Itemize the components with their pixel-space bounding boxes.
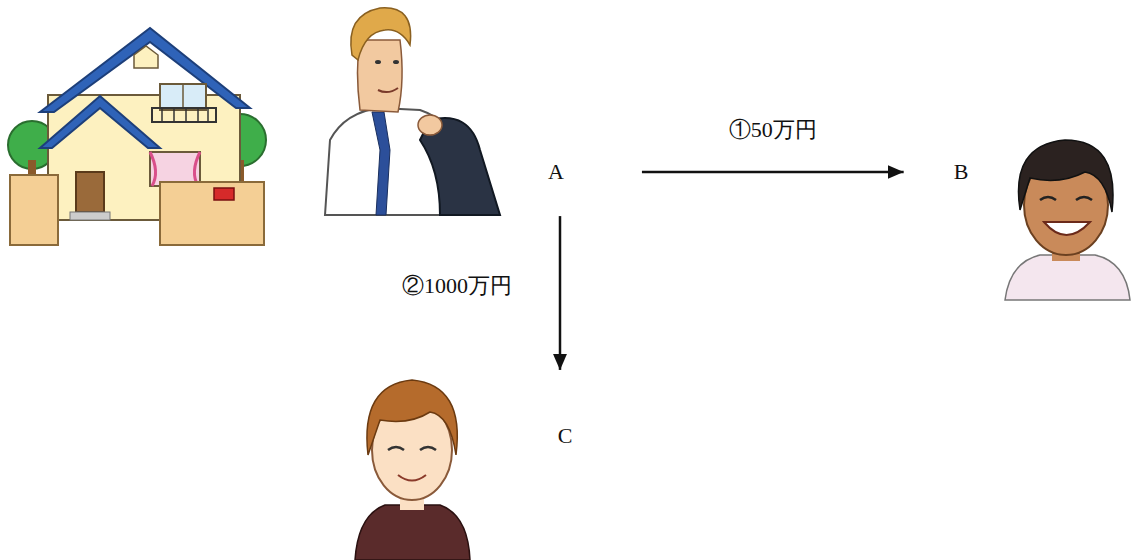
house-illustration-part	[10, 175, 58, 245]
house-illustration-part	[76, 172, 104, 212]
party-name: B	[954, 160, 969, 184]
person-b-illustration-part	[1040, 197, 1092, 200]
house-illustration-part	[150, 152, 200, 186]
amount-label: ①50万円	[727, 118, 819, 142]
man-a-illustration-part	[418, 115, 442, 135]
party-label: B	[950, 158, 973, 186]
man-a-illustration-part	[375, 60, 381, 64]
party-label: C	[554, 422, 577, 450]
house-illustration-part	[40, 96, 160, 148]
house-illustration-part	[214, 188, 234, 200]
person-c-illustration-part	[388, 447, 436, 450]
party-label: A	[544, 158, 568, 186]
payment-arrow	[559, 216, 562, 370]
man-a-illustration	[325, 8, 500, 215]
house-illustration	[8, 28, 266, 245]
house-illustration-part	[70, 212, 110, 220]
person-c-illustration-part	[367, 380, 457, 455]
house-illustration-part	[173, 108, 175, 122]
house-illustration-part	[207, 108, 209, 122]
house-illustration-part	[182, 84, 184, 110]
house-illustration-part	[160, 182, 264, 245]
man-a-illustration-part	[358, 40, 403, 112]
payment-arrow	[642, 171, 904, 174]
house-illustration-part	[185, 108, 187, 122]
person-b-illustration	[1005, 140, 1130, 300]
house-illustration-part	[150, 152, 200, 186]
person-b-illustration-part	[1044, 222, 1090, 235]
person-c-illustration-part	[398, 475, 426, 481]
person-c-illustration	[355, 380, 470, 560]
man-a-illustration-part	[393, 60, 399, 64]
house-illustration-part	[152, 108, 216, 122]
person-b-illustration-part	[1018, 140, 1113, 212]
man-a-illustration-part	[351, 8, 411, 60]
man-a-illustration-part	[372, 112, 390, 215]
person-b-illustration-part	[1005, 255, 1130, 300]
person-c-illustration-part	[355, 505, 470, 560]
house-illustration-part	[40, 28, 250, 112]
amount-label: ②1000万円	[400, 274, 514, 298]
house-illustration-part	[160, 84, 206, 110]
party-name: A	[548, 160, 564, 184]
house-illustration-part	[161, 108, 163, 122]
party-name: C	[558, 424, 573, 448]
man-a-illustration-part	[378, 88, 398, 92]
house-illustration-part	[134, 46, 158, 68]
house-illustration-part	[197, 108, 199, 122]
